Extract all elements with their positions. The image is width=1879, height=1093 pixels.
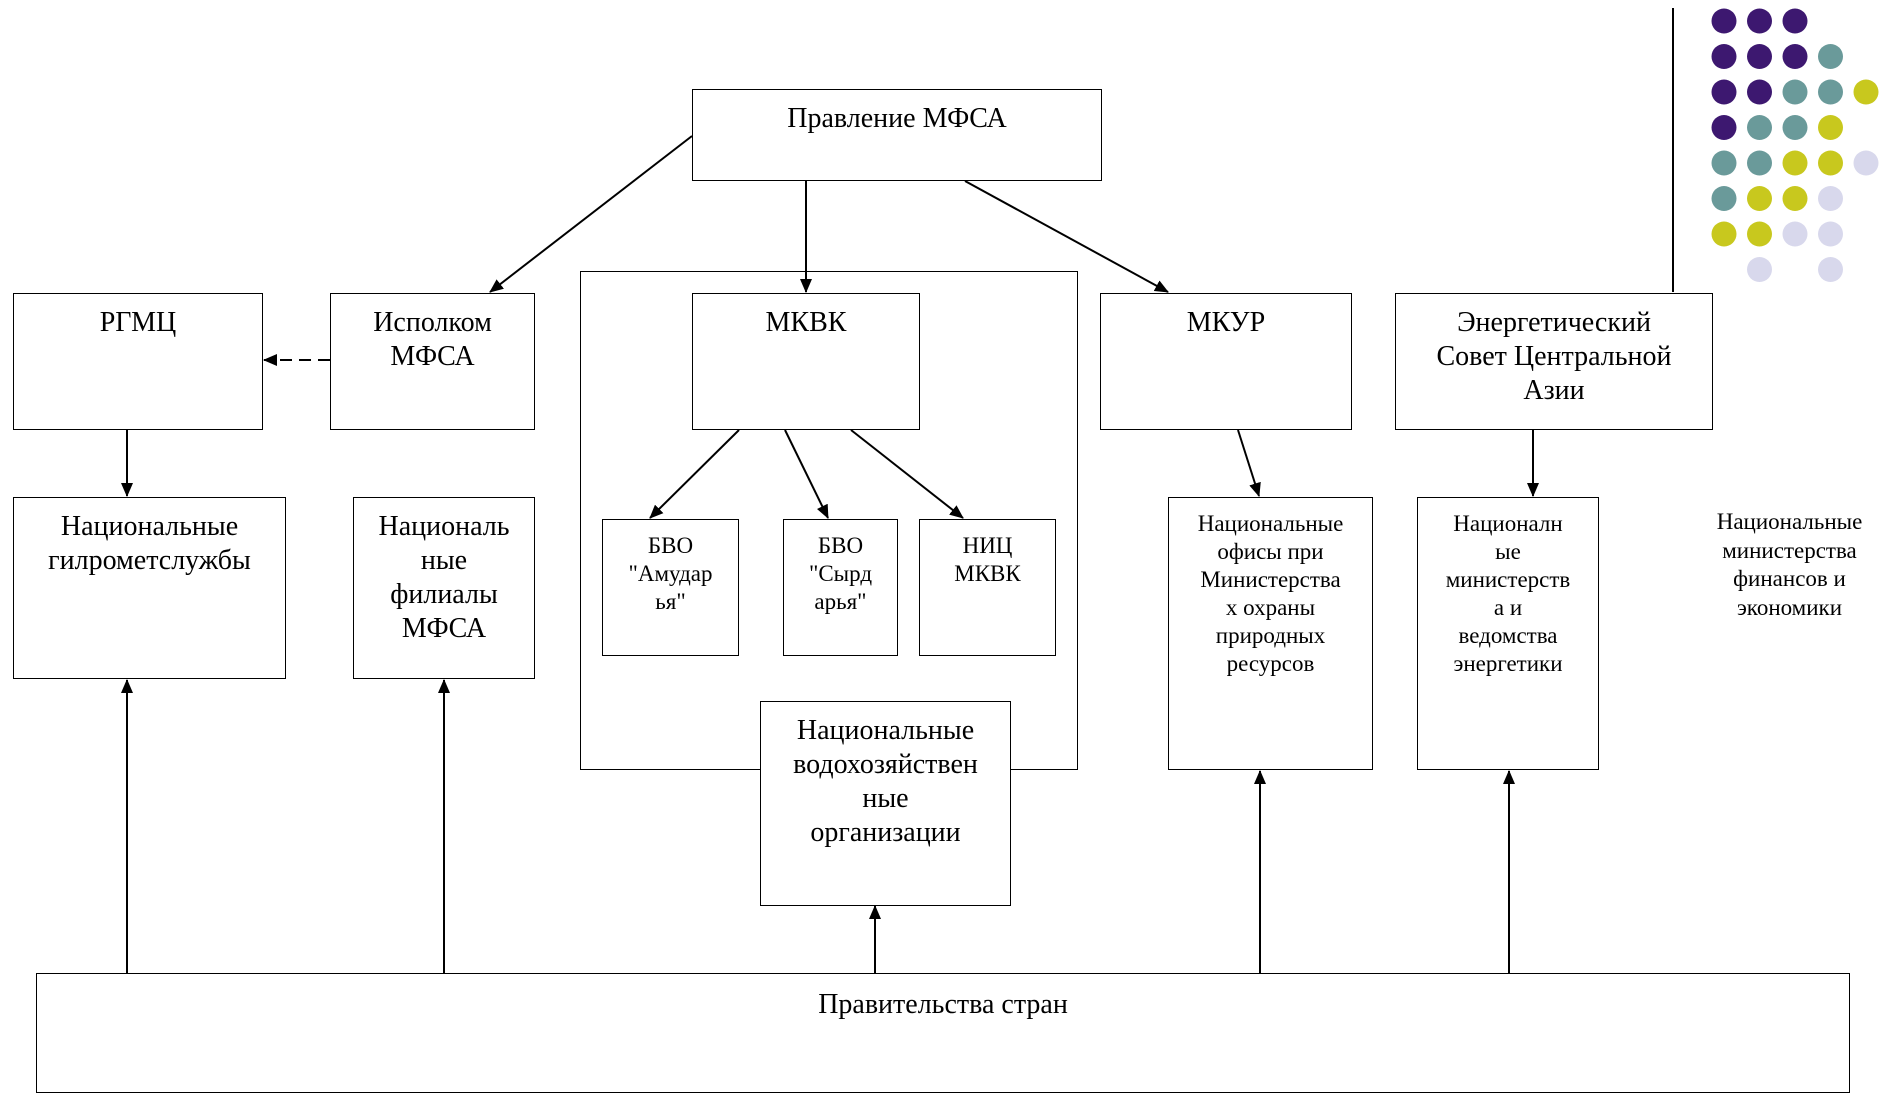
arrow-mkvk-to-bvo-syrdarya — [784, 429, 829, 519]
decor-dot — [1818, 150, 1843, 176]
decor-dot — [1782, 115, 1808, 140]
decor-dot — [1853, 150, 1879, 176]
decor-vertical-line — [1672, 8, 1674, 292]
decor-dot — [1818, 79, 1843, 105]
decor-dot — [1818, 221, 1843, 247]
decor-dot — [1711, 8, 1737, 34]
box-bvo-syrdarya: БВО "Сырд арья" — [783, 519, 898, 656]
decor-dot — [1711, 79, 1737, 105]
decor-dot — [1711, 221, 1737, 247]
arrow-mkvk-to-bvo-amudarya — [649, 429, 740, 519]
decor-dot — [1747, 186, 1772, 211]
decor-dot — [1711, 115, 1737, 140]
decor-dot — [1747, 44, 1772, 69]
decor-dot — [1782, 221, 1808, 247]
arrow-mkvk-to-nic — [850, 429, 964, 519]
decor-dot — [1711, 44, 1737, 69]
decor-dot — [1782, 8, 1808, 34]
box-mkur: МКУР — [1100, 293, 1352, 430]
box-governments: Правительства стран — [36, 973, 1850, 1093]
box-energy-council: Энергетический Совет Центральной Азии — [1395, 293, 1713, 430]
decor-dot — [1818, 44, 1843, 69]
decor-dot — [1818, 257, 1843, 282]
decor-dot — [1747, 150, 1772, 176]
decor-dot — [1782, 186, 1808, 211]
decor-dot — [1747, 221, 1772, 247]
decor-dot — [1711, 186, 1737, 211]
box-nat-energy-ministries: Националн ые министерств а и ведомства э… — [1417, 497, 1599, 770]
decor-dot-grid — [1711, 8, 1879, 282]
box-nat-filialy: Националь ные филиалы МФСА — [353, 497, 535, 679]
box-nat-hydromet: Национальные гилрометслужбы — [13, 497, 286, 679]
box-pravlenie-mfsa: Правление МФСА — [692, 89, 1102, 181]
decor-dot — [1747, 257, 1772, 282]
arrow-pravlenie-to-mkur — [964, 180, 1169, 293]
box-ispolkom-mfsa: Исполком МФСА — [330, 293, 535, 430]
decor-dot — [1782, 44, 1808, 69]
box-nat-offices: Национальные офисы при Министерства х ох… — [1168, 497, 1373, 770]
arrow-pravlenie-to-ispolkom — [489, 135, 693, 293]
decor-dot — [1818, 186, 1843, 211]
box-rgmc: РГМЦ — [13, 293, 263, 430]
box-bvo-amudarya: БВО "Амудар ья" — [602, 519, 739, 656]
decor-dot — [1747, 79, 1772, 105]
decor-dot — [1853, 79, 1879, 105]
decor-dot — [1747, 115, 1772, 140]
decor-dot — [1782, 150, 1808, 176]
decor-dot — [1747, 8, 1772, 34]
decor-dot — [1711, 150, 1737, 176]
decor-dot — [1818, 115, 1843, 140]
decor-dot — [1782, 79, 1808, 105]
box-nat-water-org: Национальные водохозяйствен ные организа… — [760, 701, 1011, 906]
box-mkvk: МКВК — [692, 293, 920, 430]
arrow-mkur-to-nat-offices — [1237, 429, 1261, 497]
box-nic-mkvk: НИЦ МКВК — [919, 519, 1056, 656]
label-finance-ministries: Национальные министерства финансов и эко… — [1716, 509, 1863, 620]
